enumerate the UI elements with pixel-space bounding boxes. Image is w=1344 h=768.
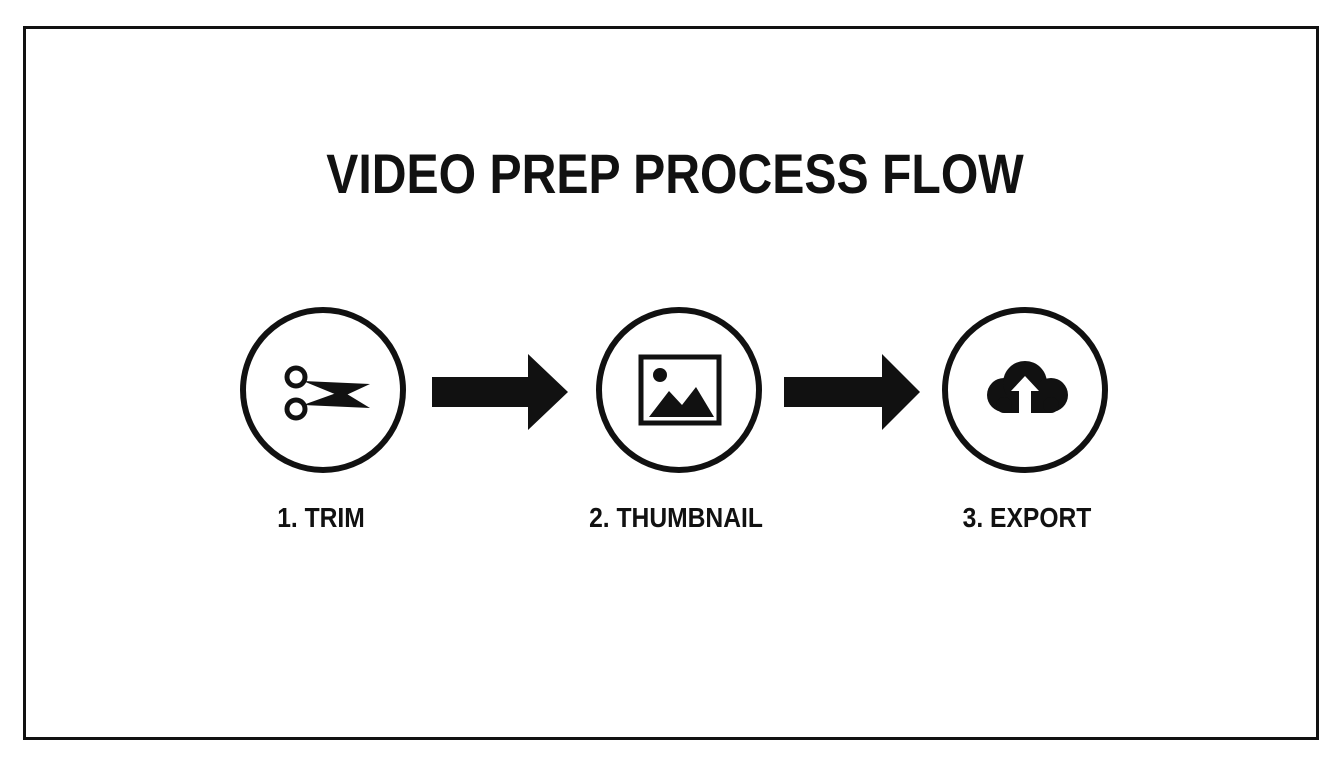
arrow-trim-to-thumbnail <box>432 354 568 430</box>
scissors-icon <box>284 365 370 421</box>
step-trim-node <box>240 307 406 473</box>
step-export-node <box>942 307 1108 473</box>
step-thumbnail-label: 2. THUMBNAIL <box>589 502 763 533</box>
cloud-upload-icon <box>987 361 1068 415</box>
step-export-label: 3. EXPORT <box>962 502 1092 533</box>
arrow-thumbnail-to-export <box>784 354 920 430</box>
step-thumbnail-node <box>596 307 762 473</box>
step-trim-label: 1. TRIM <box>277 502 365 533</box>
image-icon <box>638 354 722 426</box>
diagram-title: VIDEO PREP PROCESS FLOW <box>326 142 1024 205</box>
